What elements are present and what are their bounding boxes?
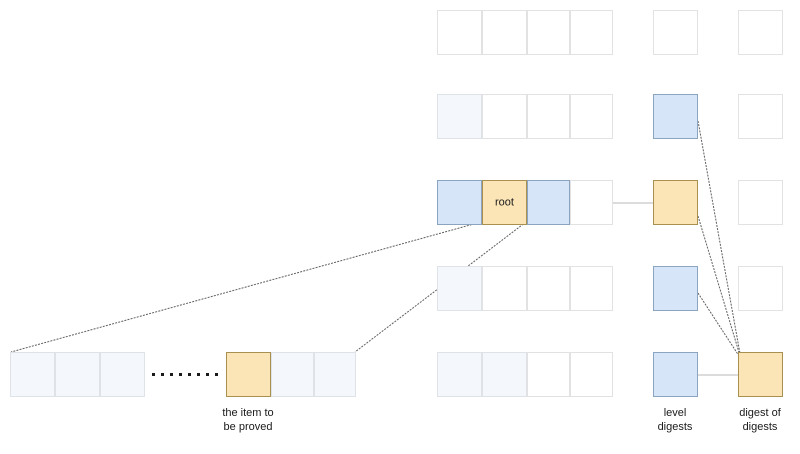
dot bbox=[197, 373, 200, 376]
grid-cell[interactable] bbox=[570, 10, 613, 55]
leaf-cell[interactable] bbox=[100, 352, 145, 397]
grid-cell[interactable] bbox=[482, 10, 527, 55]
digest-cell[interactable] bbox=[738, 266, 783, 311]
level-digest-cell[interactable] bbox=[653, 10, 698, 55]
link-root-left-start bbox=[10, 221, 482, 353]
grid-cell[interactable] bbox=[437, 266, 482, 311]
grid-cell[interactable] bbox=[482, 352, 527, 397]
digest-cell[interactable] bbox=[738, 94, 783, 139]
grid-cell[interactable] bbox=[482, 266, 527, 311]
dot bbox=[215, 373, 218, 376]
grid-cell[interactable] bbox=[437, 94, 482, 139]
leaf-cell[interactable] bbox=[271, 352, 314, 397]
digest-of-digests-cell[interactable] bbox=[738, 352, 783, 397]
grid-cell[interactable] bbox=[527, 94, 570, 139]
dot bbox=[206, 373, 209, 376]
grid-cell[interactable] bbox=[527, 10, 570, 55]
digest-of-digests-label: digest of digests bbox=[739, 407, 781, 433]
grid-cell[interactable] bbox=[527, 266, 570, 311]
digest-cell[interactable] bbox=[738, 10, 783, 55]
leaf-cell[interactable] bbox=[10, 352, 55, 397]
dot bbox=[179, 373, 182, 376]
level-digests-label: level digests bbox=[657, 407, 693, 433]
link-leveldigest-row4-to-digest bbox=[697, 292, 742, 360]
grid-cell[interactable] bbox=[570, 94, 613, 139]
grid-cell[interactable] bbox=[570, 352, 613, 397]
grid-cell[interactable] bbox=[482, 94, 527, 139]
grid-cell[interactable] bbox=[527, 180, 570, 225]
link-leveldigest-row3-to-digest bbox=[697, 215, 742, 360]
item-to-be-proved-cell[interactable] bbox=[226, 352, 271, 397]
grid-cell[interactable] bbox=[570, 180, 613, 225]
dot bbox=[152, 373, 155, 376]
grid-cell[interactable] bbox=[570, 266, 613, 311]
root-cell[interactable]: root bbox=[482, 180, 527, 225]
ellipsis-dots bbox=[152, 373, 218, 376]
grid-cell[interactable] bbox=[437, 180, 482, 225]
digest-cell[interactable] bbox=[738, 180, 783, 225]
level-digest-cell[interactable] bbox=[653, 266, 698, 311]
dot bbox=[170, 373, 173, 376]
level-digest-cell[interactable] bbox=[653, 352, 698, 397]
grid-cell[interactable] bbox=[437, 10, 482, 55]
root-cell-label: root bbox=[495, 196, 514, 208]
grid-cell[interactable] bbox=[527, 352, 570, 397]
level-digest-cell[interactable] bbox=[653, 94, 698, 139]
link-leveldigest-row2-to-digest bbox=[697, 120, 742, 360]
level-digest-cell[interactable] bbox=[653, 180, 698, 225]
dot bbox=[188, 373, 191, 376]
grid-cell[interactable] bbox=[437, 352, 482, 397]
leaf-cell[interactable] bbox=[55, 352, 100, 397]
dot bbox=[161, 373, 164, 376]
item-to-be-proved-label: the item to be proved bbox=[222, 407, 274, 433]
leaf-cell[interactable] bbox=[314, 352, 356, 397]
